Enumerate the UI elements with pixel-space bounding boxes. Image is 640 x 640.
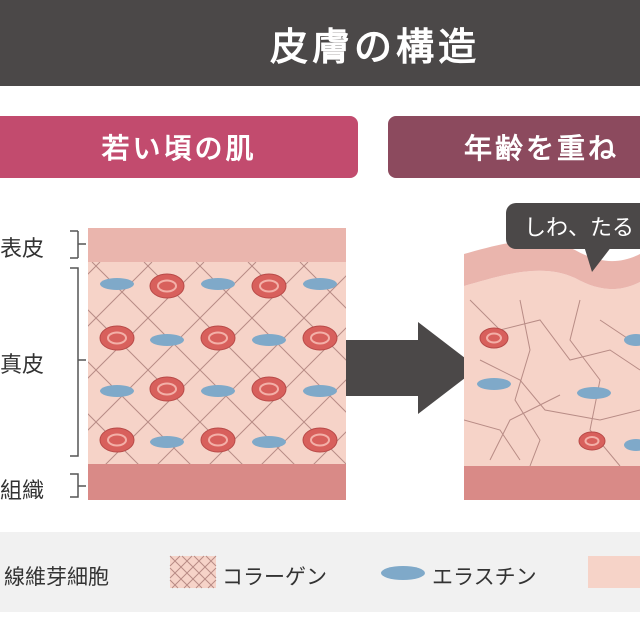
young-fibroblasts xyxy=(99,273,338,453)
legend-fibroblast: 線維芽細胞 xyxy=(4,565,109,589)
young-epidermis xyxy=(88,228,346,262)
collagen-legend-icon xyxy=(169,555,217,589)
elastin-fiber xyxy=(624,439,640,451)
label-epidermis: 表皮 xyxy=(0,237,45,262)
fibroblast-cell xyxy=(200,325,236,351)
aged-skin-label: 年齢を重ね xyxy=(464,132,620,165)
aged-fibroblasts xyxy=(479,327,606,451)
elastin-fiber xyxy=(577,387,611,399)
aged-epidermis xyxy=(464,240,640,290)
young-skin-label: 若い頃の肌 xyxy=(101,132,257,165)
elastin-fiber xyxy=(624,334,640,346)
fibroblast-cell xyxy=(149,376,185,402)
fibroblast-cell xyxy=(302,427,338,453)
legend-elastin: エラスチン xyxy=(432,565,537,589)
matrix-legend-swatch xyxy=(588,556,640,588)
elastin-fiber xyxy=(252,334,286,346)
fibroblast-cell xyxy=(99,427,135,453)
young-skin-header: 若い頃の肌 xyxy=(0,116,358,178)
young-subcutaneous xyxy=(88,464,346,500)
label-dermis: 真皮 xyxy=(0,353,45,378)
legend-collagen: コラーゲン xyxy=(222,565,327,589)
elastin-fiber xyxy=(252,436,286,448)
fibroblast-cell xyxy=(578,431,606,451)
callout-pointer xyxy=(584,246,612,272)
page-title: 皮膚の構造 xyxy=(269,24,480,69)
layer-brackets xyxy=(70,230,86,498)
elastin-fiber xyxy=(201,385,235,397)
fibroblast-cell xyxy=(251,376,287,402)
wrinkle-callout: しわ、たる xyxy=(506,203,640,249)
wrinkle-callout-text: しわ、たる xyxy=(524,216,635,241)
label-subcutaneous: 組織 xyxy=(0,479,45,504)
fibroblast-cell xyxy=(99,325,135,351)
fibroblast-cell xyxy=(251,273,287,299)
elastin-fiber xyxy=(201,278,235,290)
aged-skin-block xyxy=(464,240,640,500)
elastin-fiber xyxy=(150,436,184,448)
transition-arrow xyxy=(346,322,478,414)
title-bar: 皮膚の構造 xyxy=(0,0,640,86)
elastin-legend-icon xyxy=(381,566,425,580)
elastin-fiber xyxy=(100,278,134,290)
legend-bar xyxy=(0,532,640,612)
fibroblast-cell xyxy=(149,273,185,299)
young-skin-block xyxy=(88,228,346,500)
aged-dermis xyxy=(464,270,640,466)
elastin-fiber xyxy=(303,385,337,397)
elastin-fiber xyxy=(100,385,134,397)
elastin-fiber xyxy=(477,378,511,390)
aged-elastin xyxy=(477,334,640,451)
young-collagen-mesh xyxy=(88,262,346,464)
elastin-fiber xyxy=(150,334,184,346)
aged-subcutaneous xyxy=(464,466,640,500)
aged-skin-header: 年齢を重ね xyxy=(388,116,640,178)
fibroblast-cell xyxy=(479,327,509,349)
young-elastin xyxy=(100,278,337,448)
fibroblast-cell xyxy=(302,325,338,351)
fibroblast-cell xyxy=(200,427,236,453)
elastin-fiber xyxy=(303,278,337,290)
